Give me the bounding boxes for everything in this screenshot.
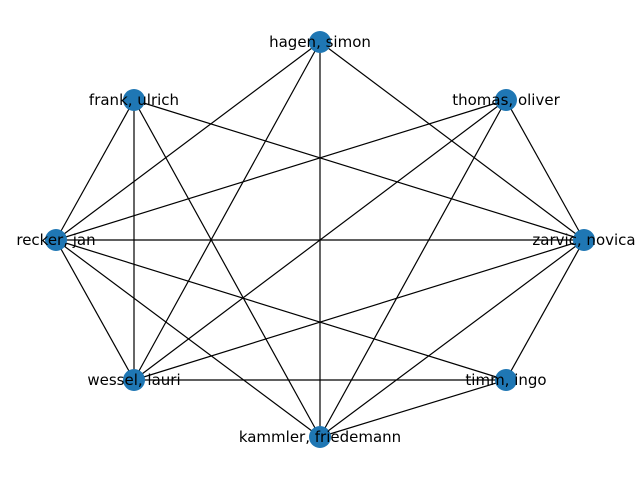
edge-frank-zarvic — [133, 99, 585, 241]
edge-thomas-recker — [55, 99, 507, 241]
edge-frank-kammler — [133, 99, 321, 438]
node-label-wessel: wessel, lauri — [87, 371, 180, 389]
node-label-kammler: kammler, friedemann — [239, 428, 401, 446]
edge-zarvic-timm — [505, 239, 585, 381]
node-zarvic — [573, 229, 595, 251]
node-label-recker: recker, jan — [16, 231, 95, 249]
edge-recker-kammler — [55, 239, 321, 438]
edge-kammler-timm — [319, 379, 507, 438]
node-label-thomas: thomas, oliver — [452, 91, 560, 109]
edge-hagen-recker — [55, 41, 321, 241]
node-kammler — [309, 426, 331, 448]
node-label-timm: timm, ingo — [465, 371, 546, 389]
edge-hagen-wessel — [133, 41, 321, 381]
node-hagen — [309, 31, 331, 53]
edge-recker-wessel — [55, 239, 135, 381]
edge-thomas-kammler — [319, 99, 507, 438]
node-label-frank: frank, ulrich — [89, 91, 179, 109]
node-label-hagen: hagen, simon — [269, 33, 371, 51]
edge-zarvic-wessel — [133, 239, 585, 381]
edge-thomas-zarvic — [505, 99, 585, 241]
edge-zarvic-kammler — [319, 239, 585, 438]
nodes-layer — [45, 31, 595, 448]
node-timm — [495, 369, 517, 391]
node-recker — [45, 229, 67, 251]
edge-frank-recker — [55, 99, 135, 241]
node-thomas — [495, 89, 517, 111]
node-wessel — [123, 369, 145, 391]
node-frank — [123, 89, 145, 111]
edge-recker-timm — [55, 239, 507, 381]
edges-layer — [55, 41, 585, 438]
node-label-zarvic: zarvic, novica — [532, 231, 635, 249]
labels-layer: hagen, simon thomas, oliver zarvic, novica… — [16, 33, 635, 446]
